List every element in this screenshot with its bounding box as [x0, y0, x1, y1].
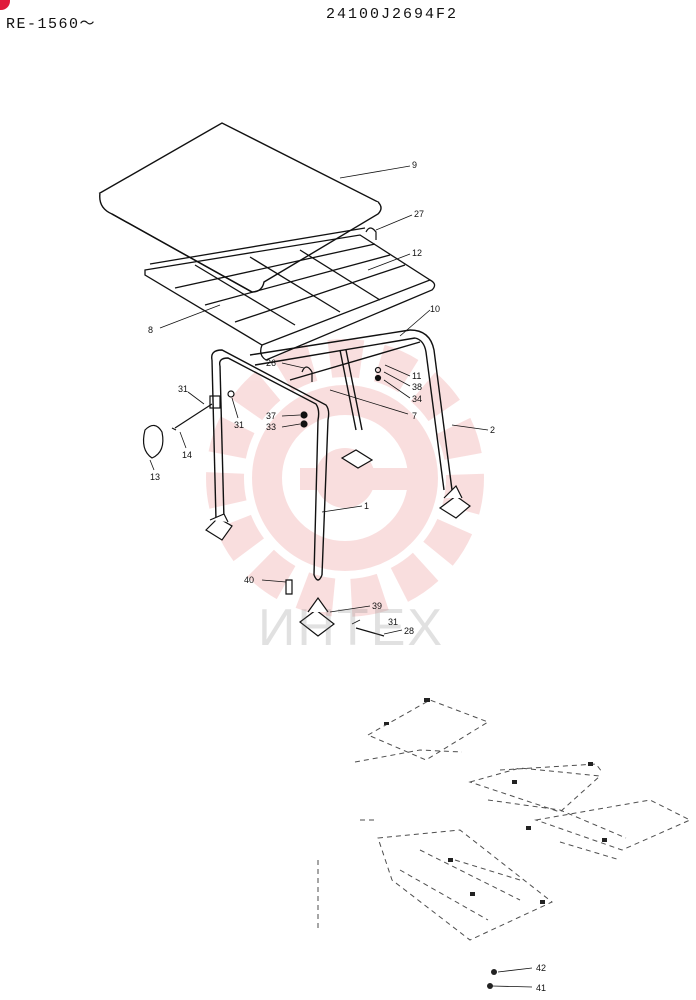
callout-31-b: 31 [234, 420, 244, 430]
callout-10: 10 [430, 304, 440, 314]
callout-33: 33 [266, 422, 276, 432]
model-code: RE-1560〜 [6, 16, 97, 33]
small-parts [142, 227, 385, 637]
callout-37: 37 [266, 411, 276, 421]
callout-13: 13 [150, 472, 160, 482]
callout-7: 7 [412, 411, 417, 421]
callout-11: 11 [412, 371, 421, 381]
roof-frame [144, 227, 436, 361]
callout-38: 38 [412, 382, 422, 392]
callout-12: 12 [412, 248, 422, 258]
foot-plates [205, 449, 471, 637]
callout-31-a: 31 [178, 384, 188, 394]
callout-labels: 9 27 12 8 10 26 11 38 34 7 2 31 31 37 33… [148, 160, 546, 993]
callout-27: 27 [414, 209, 424, 219]
callout-26: 26 [266, 358, 276, 368]
callout-1: 1 [364, 501, 369, 511]
callout-9: 9 [412, 160, 417, 170]
leader-lines [149, 165, 533, 988]
lower-assembly-details [384, 698, 607, 989]
callout-39: 39 [372, 601, 382, 611]
callout-42: 42 [536, 963, 546, 973]
callout-2: 2 [490, 425, 495, 435]
canopy-roof [98, 122, 382, 293]
callout-34: 34 [412, 394, 422, 404]
callout-40: 40 [244, 575, 254, 585]
roll-bar-frame [211, 329, 453, 581]
callout-41: 41 [536, 983, 546, 993]
callout-28: 28 [404, 626, 414, 636]
lower-assembly-sketch [317, 699, 692, 941]
watermark-text: ИНТЕХ [258, 599, 445, 657]
callout-14: 14 [182, 450, 192, 460]
callout-31-c: 31 [388, 617, 398, 627]
callout-8: 8 [148, 325, 153, 335]
drawing-number: 24100J2694F2 [326, 6, 459, 23]
watermark-gear-icon [206, 339, 484, 617]
corner-mark [0, 0, 10, 10]
